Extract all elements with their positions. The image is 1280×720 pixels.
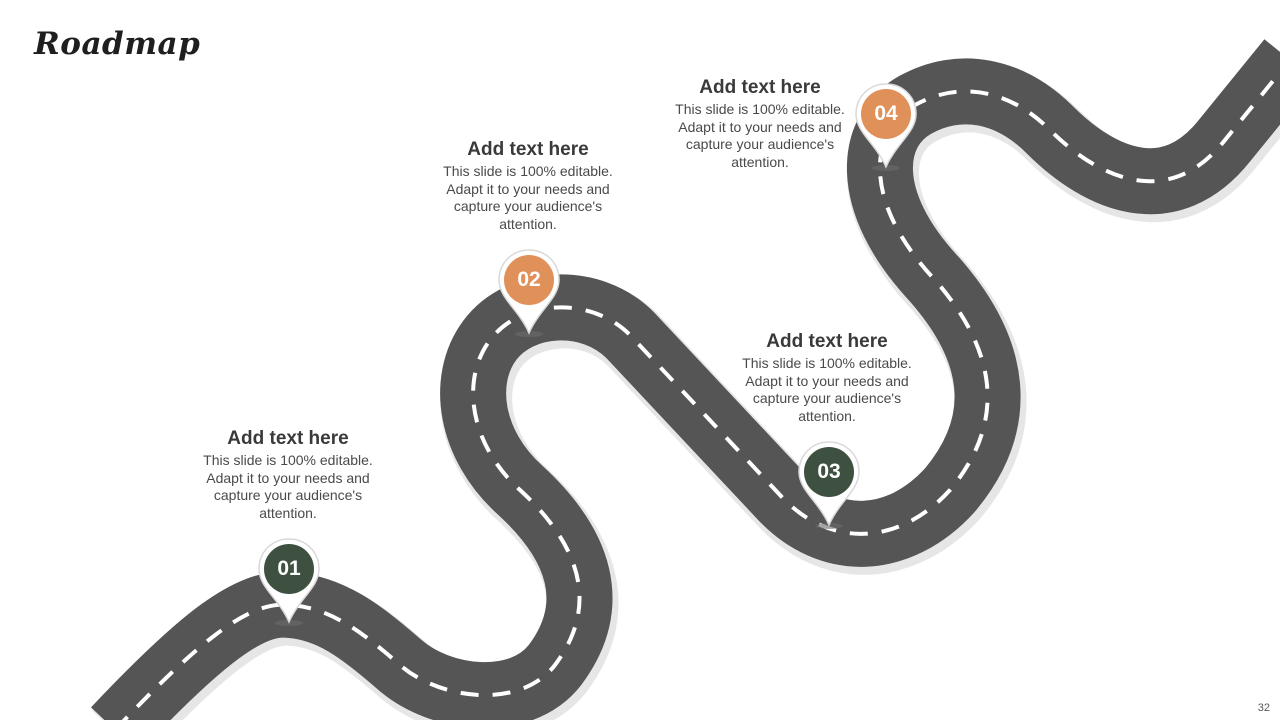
milestone-03-number: 03 xyxy=(817,460,841,483)
milestone-03-heading: Add text here xyxy=(766,331,888,352)
milestone-04-heading: Add text here xyxy=(699,77,821,98)
milestone-02-heading: Add text here xyxy=(467,139,589,160)
map-pin-icon xyxy=(798,441,860,529)
milestone-01-pin: 01 xyxy=(257,537,321,626)
map-pin-icon xyxy=(258,538,320,626)
milestone-03-callout: Add text here This slide is 100% editabl… xyxy=(727,331,927,425)
milestone-01-callout: Add text here This slide is 100% editabl… xyxy=(188,428,388,522)
milestone-01-number: 01 xyxy=(277,557,301,580)
page-number: 32 xyxy=(1257,702,1270,714)
milestone-01-text: This slide is 100% editable. Adapt it to… xyxy=(203,452,373,521)
milestone-04-text: This slide is 100% editable. Adapt it to… xyxy=(675,101,845,170)
milestone-02-pin: 02 xyxy=(497,248,561,337)
milestone-01-heading: Add text here xyxy=(227,428,349,449)
map-pin-icon xyxy=(855,83,917,171)
milestone-02-callout: Add text here This slide is 100% editabl… xyxy=(428,139,628,233)
map-pin-icon xyxy=(498,249,560,337)
milestone-04-pin: 04 xyxy=(854,82,918,171)
milestone-03-pin: 03 xyxy=(797,440,861,529)
milestone-04-number: 04 xyxy=(874,102,898,125)
milestone-03-text: This slide is 100% editable. Adapt it to… xyxy=(742,355,912,424)
slide-title: Roadmap xyxy=(34,26,201,62)
milestone-02-number: 02 xyxy=(517,268,541,291)
milestone-02-text: This slide is 100% editable. Adapt it to… xyxy=(443,163,613,232)
milestone-04-callout: Add text here This slide is 100% editabl… xyxy=(660,77,860,171)
